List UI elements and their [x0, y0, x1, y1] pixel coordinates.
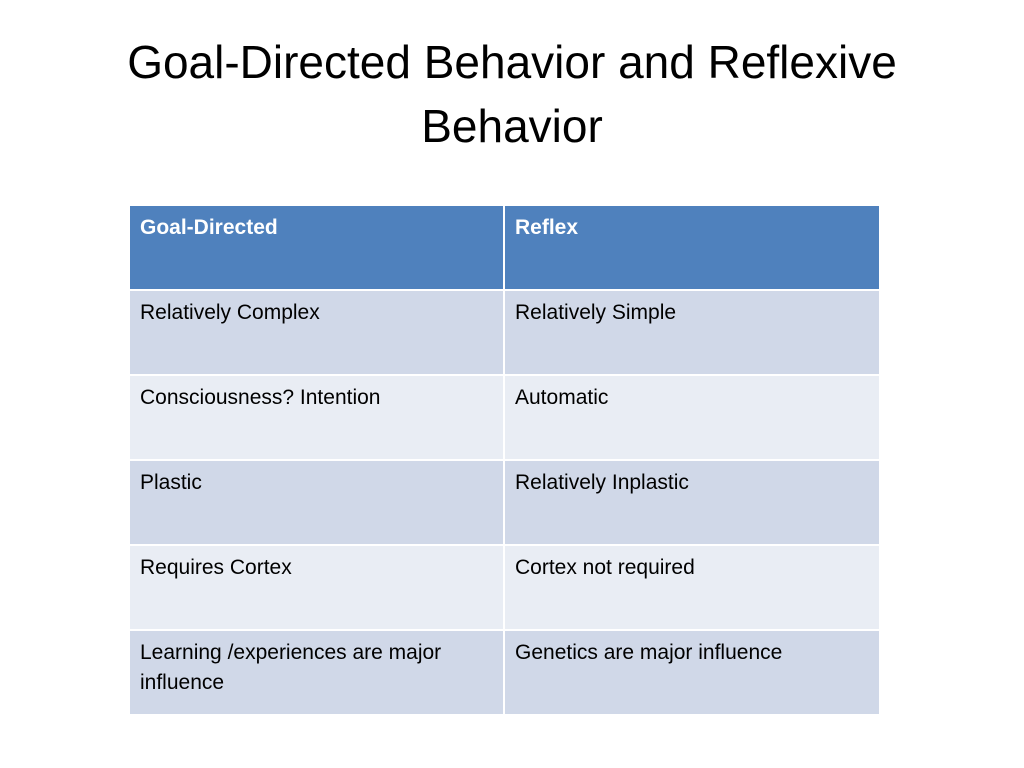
- goal-directed-cell: Relatively Complex: [128, 289, 505, 376]
- table-row: Consciousness? Intention Automatic: [128, 374, 881, 461]
- table-row: Learning /experiences are major influenc…: [128, 629, 881, 716]
- reflex-cell: Relatively Simple: [503, 289, 881, 376]
- table-header-row: Goal-Directed Reflex: [128, 204, 881, 291]
- table-row: Requires Cortex Cortex not required: [128, 544, 881, 631]
- goal-directed-cell: Requires Cortex: [128, 544, 505, 631]
- comparison-table: Goal-Directed Reflex Relatively Complex …: [128, 204, 881, 716]
- header-goal-directed: Goal-Directed: [128, 204, 505, 291]
- header-reflex: Reflex: [503, 204, 881, 291]
- table-row: Plastic Relatively Inplastic: [128, 459, 881, 546]
- reflex-cell: Automatic: [503, 374, 881, 461]
- reflex-cell: Relatively Inplastic: [503, 459, 881, 546]
- reflex-cell: Genetics are major influence: [503, 629, 881, 716]
- goal-directed-cell: Learning /experiences are major influenc…: [128, 629, 505, 716]
- reflex-cell: Cortex not required: [503, 544, 881, 631]
- goal-directed-cell: Consciousness? Intention: [128, 374, 505, 461]
- table-row: Relatively Complex Relatively Simple: [128, 289, 881, 376]
- goal-directed-cell: Plastic: [128, 459, 505, 546]
- slide-title: Goal-Directed Behavior and Reflexive Beh…: [127, 36, 897, 152]
